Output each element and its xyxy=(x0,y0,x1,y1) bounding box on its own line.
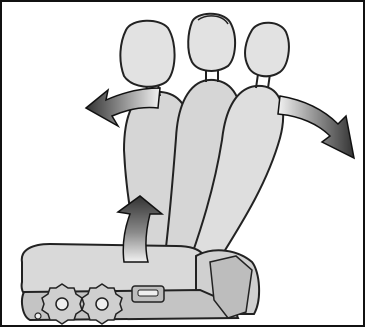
headrest-forward xyxy=(245,23,289,77)
headrest-upright xyxy=(188,14,235,71)
recline-forward-arrow-icon xyxy=(278,96,354,158)
adjust-lever-icon xyxy=(132,286,164,302)
headrest-reclined xyxy=(120,21,174,87)
